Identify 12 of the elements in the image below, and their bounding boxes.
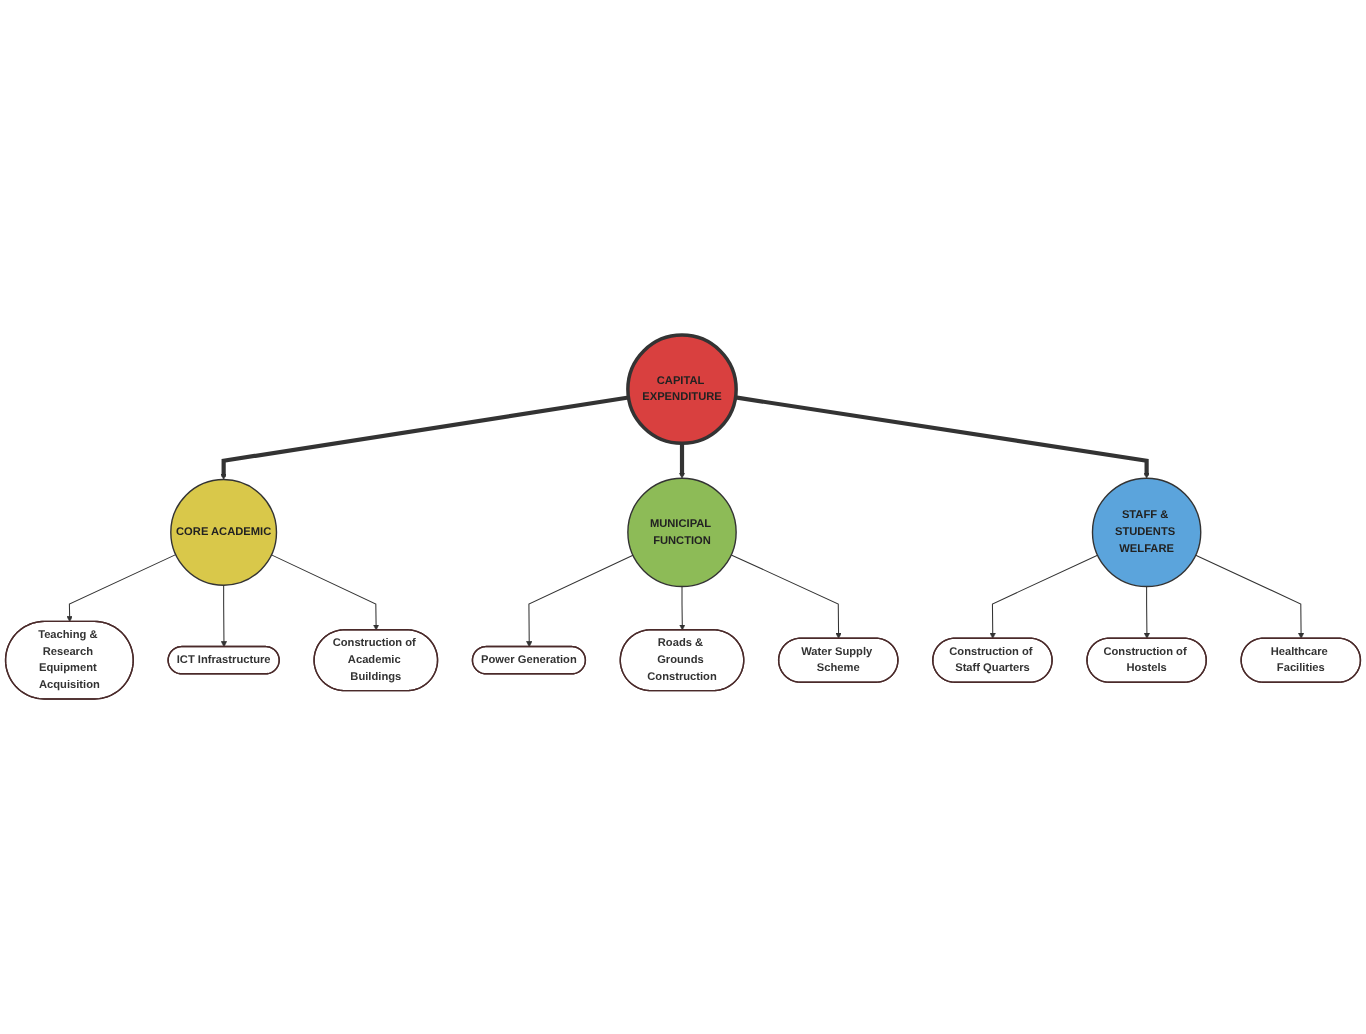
arrow	[220, 584, 228, 648]
arrow	[526, 554, 634, 648]
arrow	[270, 554, 380, 631]
arrow	[730, 554, 842, 639]
arrow	[1143, 585, 1150, 639]
arrow	[66, 554, 177, 623]
arrow	[989, 554, 1099, 639]
arrow	[220, 395, 629, 480]
arrow	[679, 585, 686, 631]
arrow	[678, 443, 686, 479]
arrow	[1195, 554, 1305, 639]
arrow	[735, 395, 1150, 479]
